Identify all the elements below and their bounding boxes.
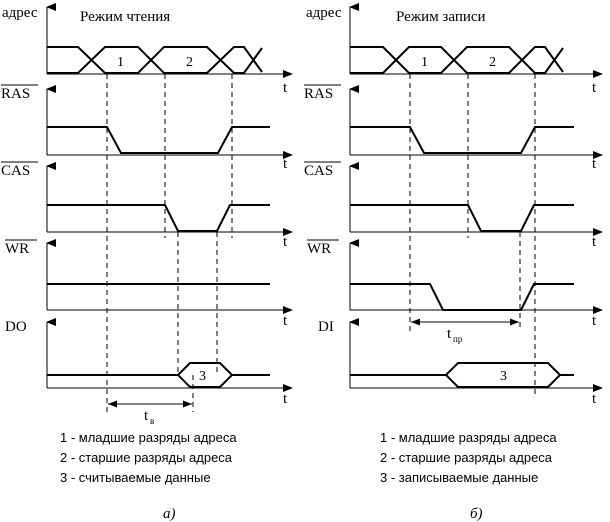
- panel-b-ras-wave: [350, 126, 574, 154]
- panel-b-seg-2: 2: [489, 55, 496, 70]
- panel-a-t-label: t: [283, 391, 288, 407]
- panel-a-seg-3: 3: [199, 369, 206, 384]
- panel-b-legend-item: 3 - записываемые данные: [380, 470, 538, 485]
- panel-a-seg-2: 2: [186, 55, 193, 70]
- panel-a-label-do: DO: [5, 319, 27, 335]
- panel-b-seg-1: 1: [421, 55, 428, 70]
- panel-a-delay-label: t: [144, 408, 149, 424]
- panel-b-label-wr: WR: [307, 241, 331, 257]
- panel-b-t-label: t: [592, 313, 597, 329]
- panel-b-label-ras: RAS: [304, 86, 333, 102]
- panel-b-setup-label: t: [447, 326, 452, 342]
- panel-b-label-address: адрес: [306, 5, 342, 21]
- panel-a-label-cas: CAS: [1, 163, 30, 179]
- panel-a-axes: [46, 3, 293, 392]
- panel-b-t-label: t: [592, 156, 597, 172]
- panel-a-t-label: t: [283, 313, 288, 329]
- panel-b-caption: б): [470, 506, 483, 522]
- panel-b-t-label: t: [592, 391, 597, 407]
- panel-a-seg-1: 1: [117, 55, 124, 70]
- panel-b-timing-guides: [409, 74, 536, 395]
- panel-a-address-wave: [47, 46, 263, 74]
- panel-write-mode: Режим записи адрес RAS CAS WR DI t t t t…: [304, 3, 603, 522]
- panel-a-do-wave: [47, 362, 270, 388]
- panel-a-legend-item: 3 - считываемые данные: [60, 470, 211, 485]
- panel-b-seg-3: 3: [500, 369, 507, 384]
- panel-a-label-ras: RAS: [1, 86, 30, 102]
- panel-a-legend-item: 1 - младшие разряды адреса: [60, 430, 237, 445]
- panel-a-t-label: t: [283, 234, 288, 250]
- panel-b-axes: [349, 3, 603, 392]
- panel-a-legend-item: 2 - старшие разряды адреса: [60, 450, 233, 465]
- panel-b-cas-wave: [350, 204, 574, 232]
- panel-b-setup-subscript: пр: [453, 334, 463, 344]
- panel-a-title: Режим чтения: [80, 9, 170, 25]
- panel-a-timing-guides: [106, 74, 233, 412]
- panel-b-label-di: DI: [318, 319, 334, 335]
- panel-b-address-wave: [350, 46, 564, 74]
- panel-b-legend-item: 2 - старшие разряды адреса: [380, 450, 553, 465]
- panel-a-caption: а): [163, 506, 176, 522]
- panel-a-t-label: t: [283, 156, 288, 172]
- panel-b-title: Режим записи: [396, 9, 486, 25]
- panel-b-wr-wave: [350, 283, 574, 311]
- panel-b-t-label: t: [592, 234, 597, 250]
- panel-a-ras-wave: [47, 126, 270, 154]
- panel-b-legend-item: 1 - младшие разряды адреса: [380, 430, 557, 445]
- panel-a-label-wr: WR: [5, 241, 29, 257]
- panel-b-label-cas: CAS: [304, 163, 333, 179]
- panel-a-delay-subscript: в: [150, 416, 154, 426]
- panel-a-cas-wave: [47, 204, 270, 232]
- panel-read-mode: Режим чтения адрес RAS CAS WR DO t t t t…: [1, 3, 293, 522]
- panel-a-label-address: адрес: [2, 5, 38, 21]
- panel-b-di-wave: [350, 362, 574, 388]
- panel-a-t-label: t: [283, 80, 288, 96]
- panel-b-t-label: t: [592, 80, 597, 96]
